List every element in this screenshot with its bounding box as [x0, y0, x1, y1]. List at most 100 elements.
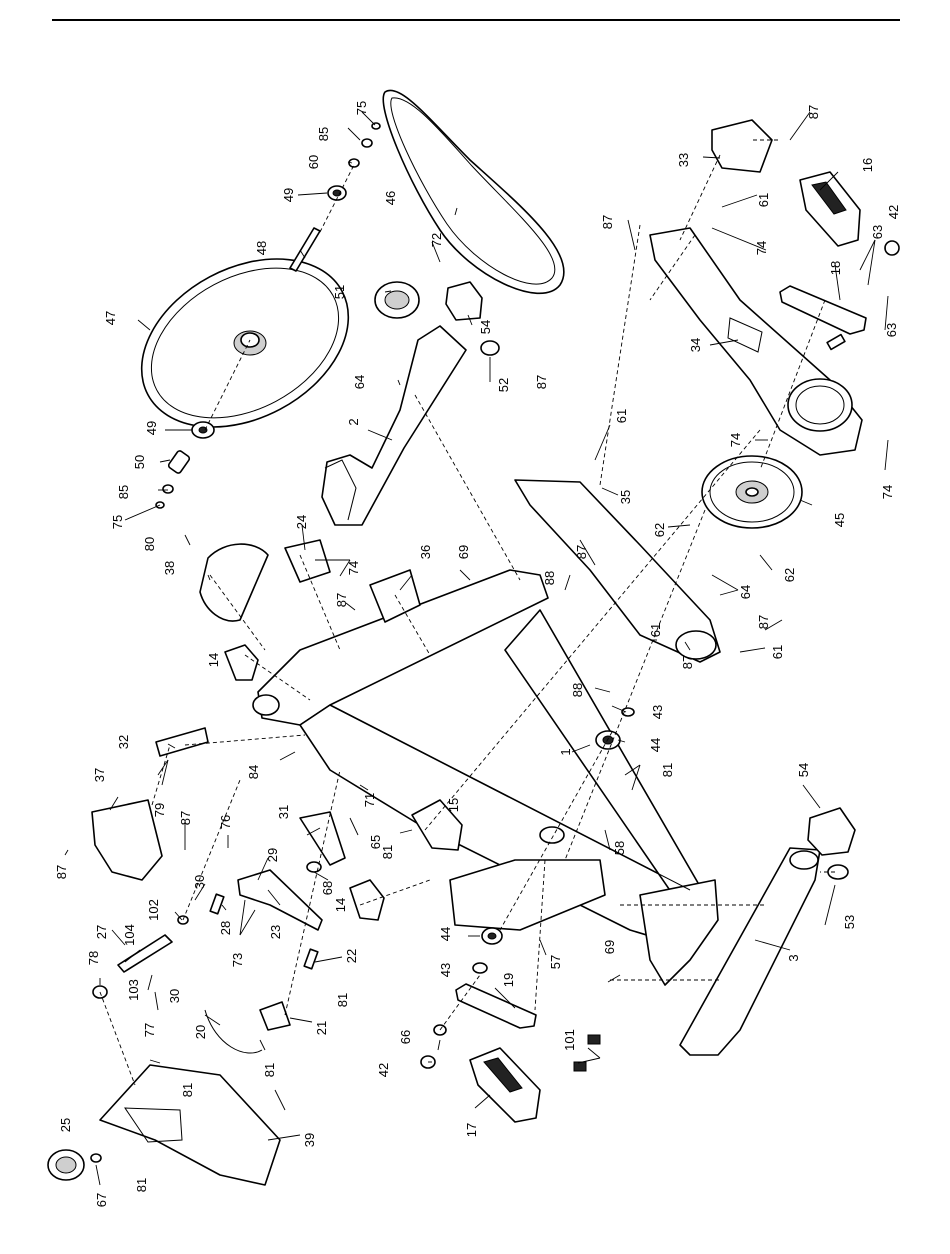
label-19: 19	[501, 973, 516, 987]
label-30b: 30	[167, 989, 182, 1003]
label-3: 3	[786, 954, 801, 961]
label-44b: 44	[438, 927, 453, 941]
label-33: 33	[676, 153, 691, 167]
right-pedal-16	[799, 171, 900, 256]
label-81f: 81	[660, 763, 675, 777]
wheel-15	[411, 799, 463, 851]
label-87b: 87	[600, 215, 615, 229]
label-87a: 87	[806, 105, 821, 119]
front-shroud-38	[199, 543, 269, 622]
label-66: 66	[398, 1030, 413, 1044]
label-20: 20	[193, 1025, 208, 1039]
idler-pulley-51	[374, 281, 420, 319]
label-87f: 87	[680, 655, 695, 669]
label-81a: 81	[180, 1083, 195, 1097]
label-24: 24	[294, 515, 309, 529]
left-pedal-17	[420, 1024, 541, 1123]
label-101: 101	[562, 1029, 577, 1051]
label-104: 104	[122, 924, 137, 946]
label-37: 37	[92, 768, 107, 782]
left-bearing-stack	[155, 421, 215, 509]
label-103: 103	[126, 979, 141, 1001]
label-60: 60	[306, 155, 321, 169]
leader-lines	[64, 111, 889, 1186]
label-54a: 54	[478, 320, 493, 334]
label-42a: 42	[886, 205, 901, 219]
label-71: 71	[362, 793, 377, 807]
label-14a: 14	[206, 653, 221, 667]
label-73: 73	[230, 953, 245, 967]
label-39: 39	[302, 1133, 317, 1147]
label-16: 16	[860, 158, 875, 172]
label-25: 25	[58, 1118, 73, 1132]
knob-mount-14-top	[224, 644, 259, 681]
label-81e: 81	[380, 845, 395, 859]
right-crank-18	[779, 285, 867, 351]
drive-belt-46	[382, 89, 565, 295]
label-80: 80	[142, 537, 157, 551]
label-102: 102	[146, 899, 161, 921]
assembly-lines	[99, 139, 835, 1086]
label-18: 18	[828, 261, 843, 275]
cable-20	[204, 1009, 263, 1054]
label-76: 76	[218, 815, 233, 829]
label-81b: 81	[134, 1178, 149, 1192]
label-2: 2	[346, 418, 361, 425]
label-87h: 87	[178, 811, 193, 825]
flywheel-axle-48	[289, 122, 381, 272]
resistance-assembly-23-29	[209, 811, 346, 1031]
label-52: 52	[496, 378, 511, 392]
label-87e: 87	[334, 593, 349, 607]
label-43b: 43	[438, 963, 453, 977]
label-87i: 87	[54, 865, 69, 879]
belt-guard-34	[649, 227, 863, 456]
label-22: 22	[344, 949, 359, 963]
label-88a: 88	[542, 571, 557, 585]
label-43a: 43	[650, 705, 665, 719]
label-14b: 14	[333, 898, 348, 912]
seat-cap-33	[711, 119, 773, 173]
label-87d: 87	[574, 545, 589, 559]
top-rule	[52, 19, 900, 21]
label-1: 1	[558, 748, 573, 755]
label-49a: 49	[281, 188, 296, 202]
knob-25	[47, 1149, 102, 1181]
label-53: 53	[842, 915, 857, 929]
label-32: 32	[116, 735, 131, 749]
label-88b: 88	[570, 683, 585, 697]
label-49b: 49	[144, 421, 159, 435]
label-61c: 61	[648, 623, 663, 637]
left-crank-19	[455, 983, 537, 1029]
label-75a: 75	[354, 101, 369, 115]
label-44a: 44	[648, 738, 663, 752]
label-64b: 64	[738, 585, 753, 599]
label-63b: 63	[884, 323, 899, 337]
large-pulley-45	[701, 455, 803, 529]
label-63a: 63	[870, 225, 885, 239]
callout-labels: 1 2 3 14 14 15 16 17 18 19 20 21 22 23 2…	[54, 101, 901, 1207]
label-21: 21	[314, 1021, 329, 1035]
main-frame-1	[252, 569, 719, 986]
bearing-44-upper	[595, 730, 621, 750]
bearing-44-lower	[472, 927, 503, 974]
label-34: 34	[688, 338, 703, 352]
label-78: 78	[86, 951, 101, 965]
label-62a: 62	[652, 523, 667, 537]
label-75b: 75	[110, 515, 125, 529]
label-79: 79	[152, 803, 167, 817]
label-68: 68	[320, 881, 335, 895]
label-87c: 87	[534, 375, 549, 389]
label-28: 28	[218, 921, 233, 935]
label-64a: 64	[352, 375, 367, 389]
label-84: 84	[246, 765, 261, 779]
label-48: 48	[254, 241, 269, 255]
label-23: 23	[268, 925, 283, 939]
end-cap-54-top	[445, 281, 483, 321]
label-74a: 74	[346, 561, 361, 575]
front-stabilizer-3	[679, 847, 821, 1056]
label-36: 36	[418, 545, 433, 559]
label-46: 46	[383, 191, 398, 205]
label-47: 47	[103, 311, 118, 325]
